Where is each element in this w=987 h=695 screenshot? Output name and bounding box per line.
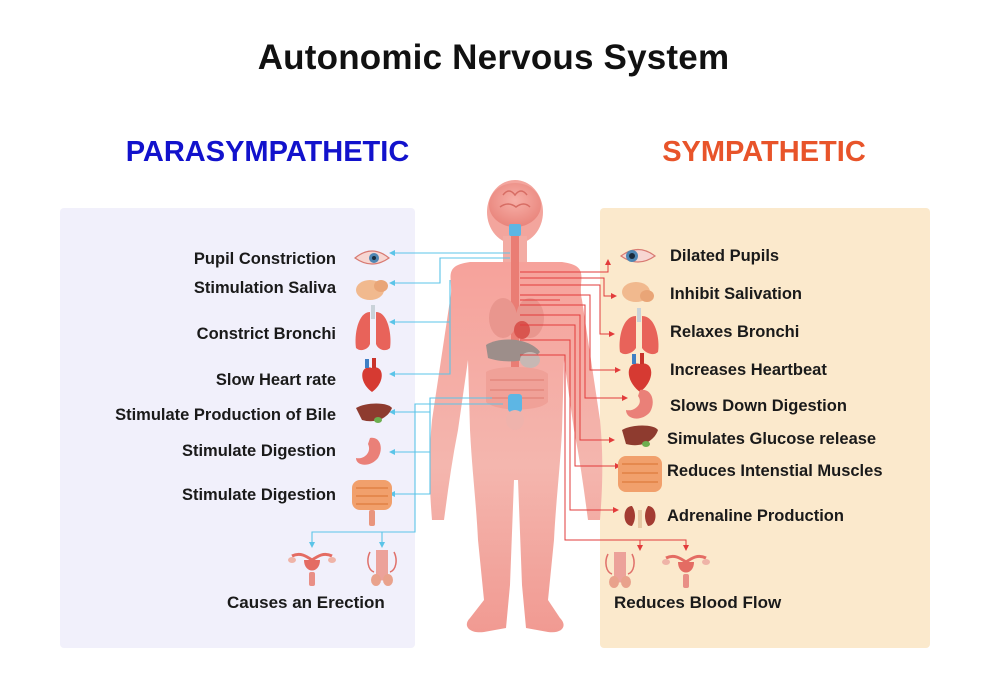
stomach-icon	[356, 437, 381, 465]
parasympathetic-heading: PARASYMPATHETIC	[125, 136, 410, 168]
eye-icon-right	[619, 248, 657, 263]
body-intestines	[486, 366, 548, 410]
liver-icon-right	[622, 425, 658, 447]
para-effect-label: Slow Heart rate	[215, 371, 336, 389]
lungs-icon	[355, 305, 391, 351]
stomach-icon-right	[626, 389, 653, 419]
lungs-icon-right	[619, 308, 659, 355]
liver-icon	[356, 403, 392, 423]
sympathetic-heading: SYMPATHETIC	[662, 136, 866, 168]
human-body	[429, 180, 603, 633]
male-reproductive-icon	[367, 550, 397, 586]
parasympathetic-connections	[311, 252, 510, 545]
sympathetic-arrowheads	[605, 259, 689, 551]
symp-effect-label: Dilated Pupils	[670, 247, 780, 265]
eye-icon	[354, 250, 390, 265]
parasympathetic-arrowheads	[309, 250, 395, 548]
female-reproductive-icon-right	[662, 554, 710, 588]
symp-effect-label: Relaxes Bronchi	[670, 323, 800, 341]
para-effect-label: Stimulation Saliva	[193, 279, 336, 297]
symp-bottom-effect-label: Reduces Blood Flow	[614, 593, 782, 612]
body-heart	[514, 321, 530, 339]
intestines-icon-right	[618, 456, 662, 492]
body-lungs	[489, 298, 517, 338]
para-effect-label: Stimulate Digestion	[181, 442, 336, 460]
symp-effect-label: Adrenaline Production	[667, 507, 844, 525]
sympathetic-panel	[600, 208, 930, 648]
symp-effect-label: Simulates Glucose release	[667, 430, 877, 448]
salivary-gland-icon-right	[622, 282, 654, 302]
para-effect-label: Constrict Bronchi	[196, 325, 336, 343]
para-bottom-effect-label: Causes an Erection	[227, 593, 385, 612]
salivary-gland-icon	[356, 280, 388, 300]
symp-effect-label: Increases Heartbeat	[670, 361, 827, 379]
kidneys-icon	[624, 506, 656, 528]
parasympathetic-panel	[60, 208, 415, 648]
symp-effect-label: Reduces Intenstial Muscles	[667, 462, 883, 480]
heart-icon-right	[628, 353, 652, 392]
male-reproductive-icon-right	[605, 552, 635, 588]
brain-icon	[489, 183, 541, 227]
female-reproductive-icon	[288, 552, 336, 586]
symp-effect-label: Inhibit Salivation	[670, 285, 803, 303]
para-effect-label: Stimulate Production of Bile	[115, 406, 336, 424]
para-effect-label: Pupil Constriction	[193, 250, 336, 268]
para-effect-label: Stimulate Digestion	[181, 486, 336, 504]
diagram-title: Autonomic Nervous System	[257, 38, 730, 77]
heart-icon	[362, 358, 382, 392]
intestines-icon	[352, 480, 392, 526]
symp-effect-label: Slows Down Digestion	[670, 397, 847, 415]
